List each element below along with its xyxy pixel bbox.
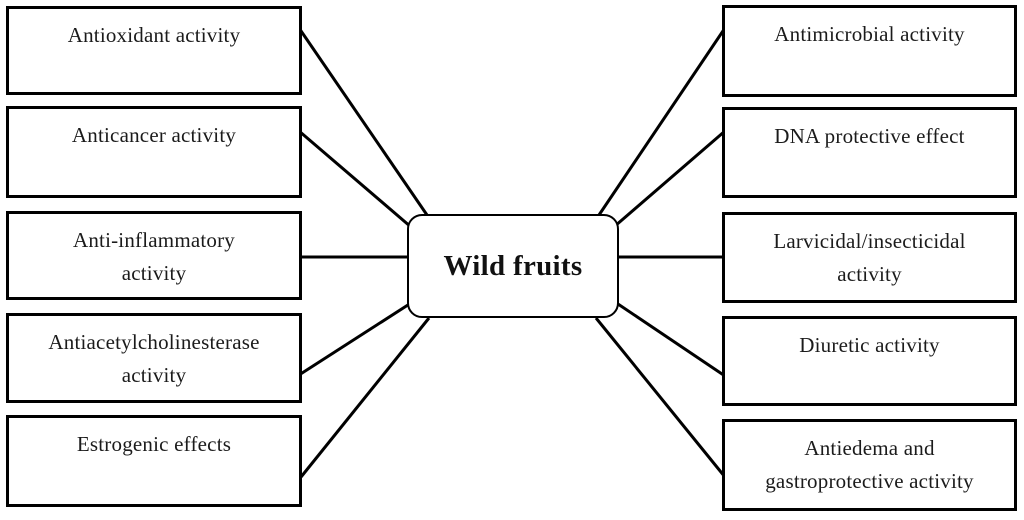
- node-anti-inflammatory-activity: Anti-inflammatory activity: [6, 211, 302, 300]
- node-label: Anti-inflammatory activity: [72, 228, 236, 285]
- connector-anticancer: [298, 129, 412, 229]
- node-antimicrobial-activity: Antimicrobial activity: [722, 5, 1017, 97]
- node-label: Antiedema and gastroprotective activity: [765, 436, 974, 493]
- node-label: Diuretic activity: [799, 333, 940, 357]
- node-diuretic-activity: Diuretic activity: [722, 316, 1017, 406]
- node-label: Antimicrobial activity: [774, 22, 965, 46]
- node-antioxidant-activity: Antioxidant activity: [6, 6, 302, 95]
- node-dna-protective-effect: DNA protective effect: [722, 107, 1017, 198]
- node-wild-fruits: Wild fruits: [407, 214, 619, 318]
- node-larvicidal-insecticidal-activity: Larvicidal/insecticidal activity: [722, 212, 1017, 303]
- center-node-label: Wild fruits: [443, 249, 583, 282]
- node-estrogenic-effects: Estrogenic effects: [6, 415, 302, 507]
- node-label: Antiacetylcholinesterase activity: [48, 330, 260, 387]
- connector-estrogenic: [299, 317, 431, 478]
- connector-antiacetylcholinesterase: [298, 301, 412, 377]
- node-label: Estrogenic effects: [76, 432, 232, 456]
- node-label: Larvicidal/insecticidal activity: [773, 229, 966, 286]
- connector-antimicrobial: [597, 27, 727, 216]
- node-antiacetylcholinesterase-activity: Antiacetylcholinesterase activity: [6, 313, 302, 403]
- connector-diuretic: [614, 300, 726, 378]
- connector-antioxidant: [297, 27, 429, 216]
- connector-antiedema: [594, 317, 727, 478]
- node-antiedema-gastroprotective-activity: Antiedema and gastroprotective activity: [722, 419, 1017, 511]
- node-label: DNA protective effect: [774, 124, 965, 148]
- node-anticancer-activity: Anticancer activity: [6, 106, 302, 198]
- connector-dna-protective: [614, 129, 726, 228]
- node-label: Anticancer activity: [71, 123, 237, 147]
- node-label: Antioxidant activity: [67, 23, 241, 47]
